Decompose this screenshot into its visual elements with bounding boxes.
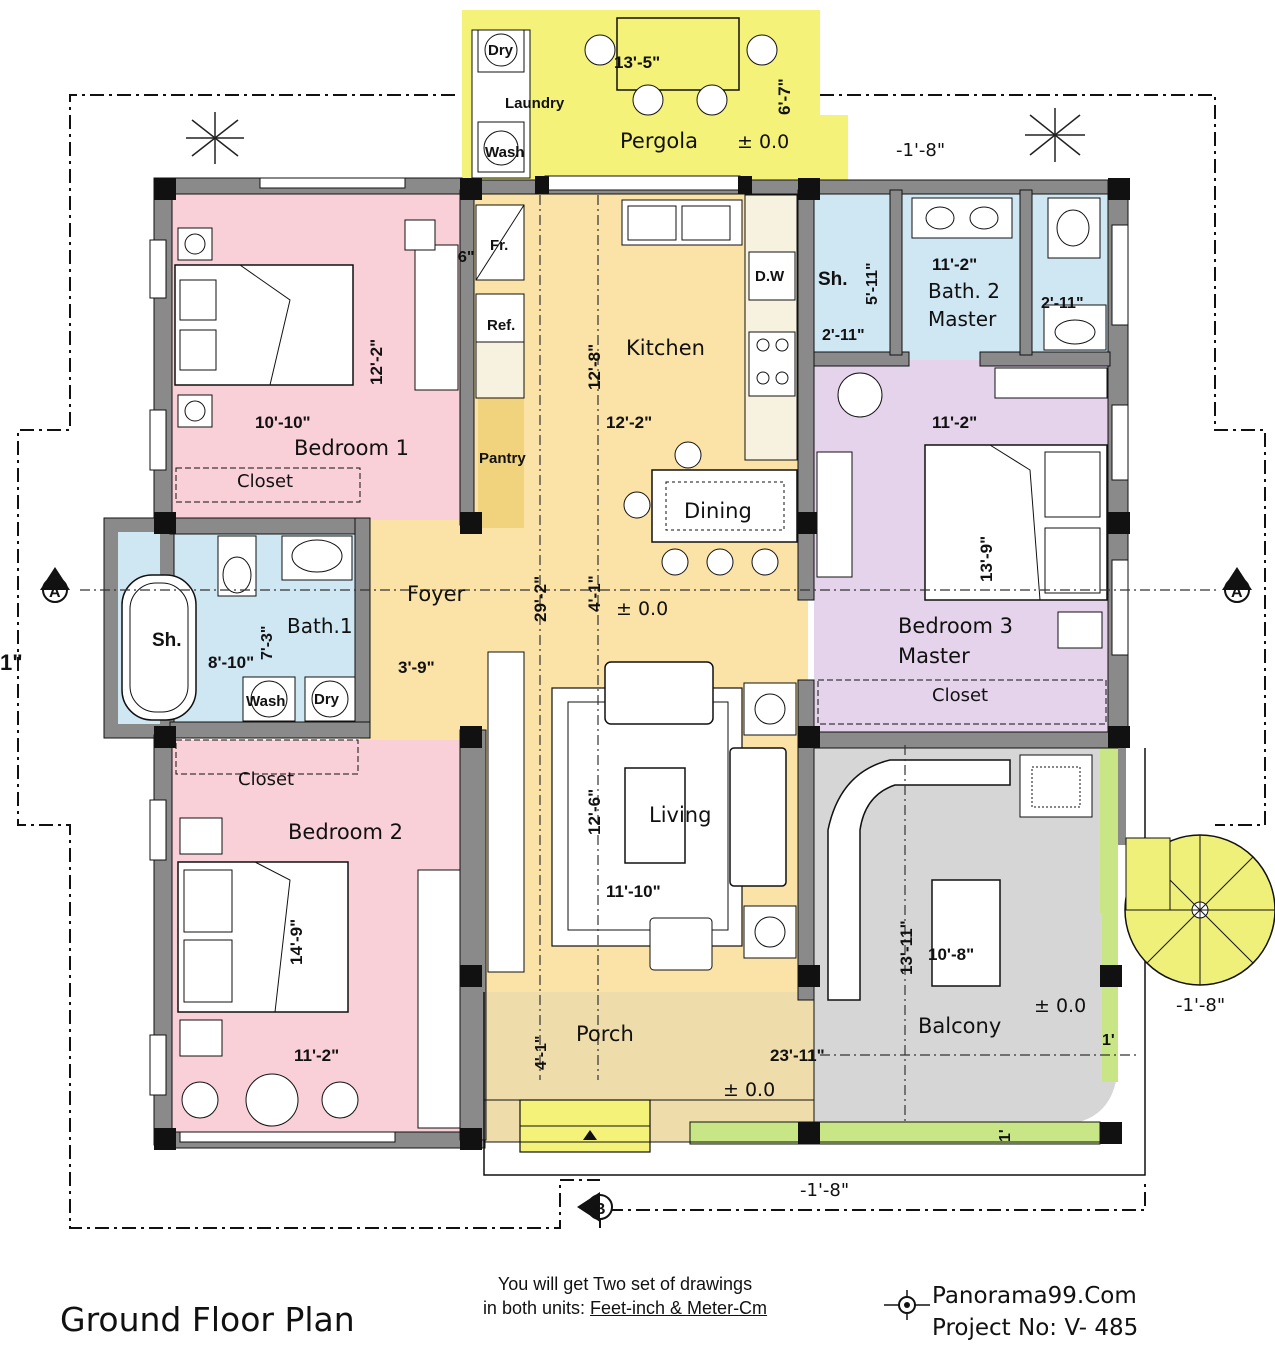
label-pergola: Pergola bbox=[620, 129, 698, 153]
bath2-fixtures bbox=[911, 197, 1107, 351]
fixture-wash-bath1: Wash bbox=[246, 693, 285, 710]
dim-bedroom2-width: 11'-2" bbox=[294, 1046, 339, 1065]
fixture-dishwasher: D.W bbox=[755, 268, 785, 285]
dim-bedroom3-depth: 13'-9" bbox=[977, 536, 996, 582]
units-note: You will get Two set of drawings in both… bbox=[440, 1272, 810, 1320]
dim-bath2-shower-width: 2'-11" bbox=[822, 327, 865, 344]
dim-living-width: 11'-10" bbox=[606, 882, 661, 901]
label-pantry: Pantry bbox=[479, 450, 526, 467]
level-pergola: -1'-8" bbox=[896, 140, 945, 161]
axis-lines bbox=[80, 195, 1220, 1125]
fixture-wash-laundry: Wash bbox=[485, 144, 524, 161]
level-labels: -1'-8" ± 0.0 ± 0.0 ± 0.0 ± 0.0 -1'-8" -1… bbox=[616, 131, 1225, 1201]
dim-bath2-shower-depth: 5'-11" bbox=[864, 262, 881, 305]
room-labels: Pergola Laundry Bedroom 1 Closet Kitchen… bbox=[237, 95, 1013, 1046]
label-bath2-a: Bath. 2 bbox=[928, 279, 1000, 303]
section-a-left: A bbox=[49, 584, 61, 601]
bath1-fixtures bbox=[121, 535, 356, 722]
label-closet3: Closet bbox=[932, 685, 988, 706]
dim-foyer-depth: 4'-1" bbox=[585, 575, 604, 612]
dim-bedroom1-depth: 12'-2" bbox=[367, 339, 386, 385]
label-bedroom3-a: Bedroom 3 bbox=[898, 614, 1013, 638]
balcony-furniture bbox=[827, 754, 1275, 1001]
bedroom2-furniture bbox=[175, 739, 461, 1129]
label-bedroom1: Bedroom 1 bbox=[294, 436, 409, 460]
dim-pergola-depth: 6'-7" bbox=[775, 78, 794, 115]
level-pergola-floor: ± 0.0 bbox=[737, 131, 789, 153]
units-note-line2: in both units: Feet-inch & Meter-Cm bbox=[440, 1296, 810, 1320]
brand-site: Panorama99.Com bbox=[932, 1283, 1137, 1309]
dim-kitchen-depth: 12'-8" bbox=[585, 344, 604, 390]
label-foyer: Foyer bbox=[407, 582, 466, 606]
level-porch: ± 0.0 bbox=[723, 1079, 775, 1101]
section-markers bbox=[40, 567, 1252, 1222]
dim-bedroom1-width: 10'-10" bbox=[255, 413, 311, 432]
dim-house-depth: 29'-2" bbox=[531, 576, 550, 622]
section-labels: A A B bbox=[49, 584, 1243, 1218]
fixture-ref: Ref. bbox=[487, 317, 515, 334]
dim-kitchen-width: 12'-2" bbox=[606, 413, 652, 432]
fixture-shower-bath1: Sh. bbox=[152, 630, 182, 651]
label-bedroom2: Bedroom 2 bbox=[288, 820, 403, 844]
dim-bath1-depth: 7'-3" bbox=[259, 625, 276, 660]
fixture-dry-bath1: Dry bbox=[314, 691, 340, 708]
dimension-labels: 13'-5" 6'-7" 10'-10" 12'-2" 6" 12'-2" 12… bbox=[0, 53, 1115, 1142]
dim-porch-depth: 4'-1" bbox=[533, 1035, 550, 1070]
fixture-labels: Dry Wash Fr. Ref. D.W Sh. Sh. Wash Dry bbox=[152, 42, 848, 710]
dim-bath2-width: 11'-2" bbox=[932, 255, 977, 274]
dim-bath1-width: 8'-10" bbox=[208, 653, 254, 672]
label-closet2: Closet bbox=[238, 769, 294, 790]
units-note-prefix: in both units: bbox=[482, 1298, 591, 1318]
level-stair: -1'-8" bbox=[1176, 995, 1225, 1016]
fixture-dry-laundry: Dry bbox=[488, 42, 514, 59]
north-target-icon bbox=[884, 1290, 930, 1320]
dim-balcony-depth: 13'-11" bbox=[897, 920, 916, 975]
dim-bedroom3-width: 11'-2" bbox=[932, 413, 977, 432]
label-laundry: Laundry bbox=[505, 95, 565, 112]
walls bbox=[103, 175, 1130, 1150]
label-closet1: Closet bbox=[237, 471, 293, 492]
units-note-line1: You will get Two set of drawings bbox=[497, 1274, 753, 1294]
dim-balcony-width: 10'-8" bbox=[928, 945, 974, 964]
level-foyer: ± 0.0 bbox=[616, 598, 668, 620]
dim-bath2-wc-width: 2'-11" bbox=[1041, 295, 1084, 312]
dim-wall-six: 6" bbox=[458, 249, 474, 266]
label-bedroom3-b: Master bbox=[898, 644, 970, 668]
dim-foyer-width: 3'-9" bbox=[398, 658, 435, 677]
units-note-units: Feet-inch & Meter-Cm bbox=[590, 1298, 768, 1318]
fixture-shower-bath2: Sh. bbox=[818, 269, 848, 290]
brand-project: Project No: V- 485 bbox=[932, 1315, 1139, 1341]
fixture-fridge: Fr. bbox=[490, 237, 508, 254]
label-bath2-b: Master bbox=[928, 307, 997, 331]
bedroom3-furniture bbox=[816, 367, 1108, 725]
label-porch: Porch bbox=[576, 1022, 634, 1046]
section-a-right: A bbox=[1231, 584, 1243, 601]
bedroom1-furniture bbox=[174, 219, 459, 503]
level-front: -1'-8" bbox=[800, 1180, 849, 1201]
dim-living-depth: 12'-6" bbox=[585, 789, 604, 835]
dim-bedroom2-depth: 14'-9" bbox=[287, 919, 306, 965]
section-b: B bbox=[594, 1201, 606, 1218]
label-bath1: Bath.1 bbox=[287, 614, 353, 638]
label-dining: Dining bbox=[684, 499, 752, 523]
dim-pergola-width: 13'-5" bbox=[614, 53, 660, 72]
label-kitchen: Kitchen bbox=[626, 336, 705, 360]
label-living: Living bbox=[649, 803, 711, 827]
drawing-title: Ground Floor Plan bbox=[60, 1300, 355, 1339]
living-furniture bbox=[487, 651, 797, 973]
brand-block: Panorama99.Com Project No: V- 485 bbox=[932, 1280, 1138, 1344]
dim-planter-depth: 1' bbox=[997, 1129, 1014, 1142]
level-balcony: ± 0.0 bbox=[1034, 995, 1086, 1017]
dim-planter-width: 1' bbox=[1102, 1032, 1115, 1049]
kitchen-fixtures bbox=[475, 194, 798, 576]
label-balcony: Balcony bbox=[918, 1014, 1001, 1038]
pergola-furniture bbox=[186, 17, 1085, 173]
dim-left-cut: 1" bbox=[0, 650, 23, 675]
dim-front-width: 23'-11" bbox=[770, 1046, 825, 1065]
